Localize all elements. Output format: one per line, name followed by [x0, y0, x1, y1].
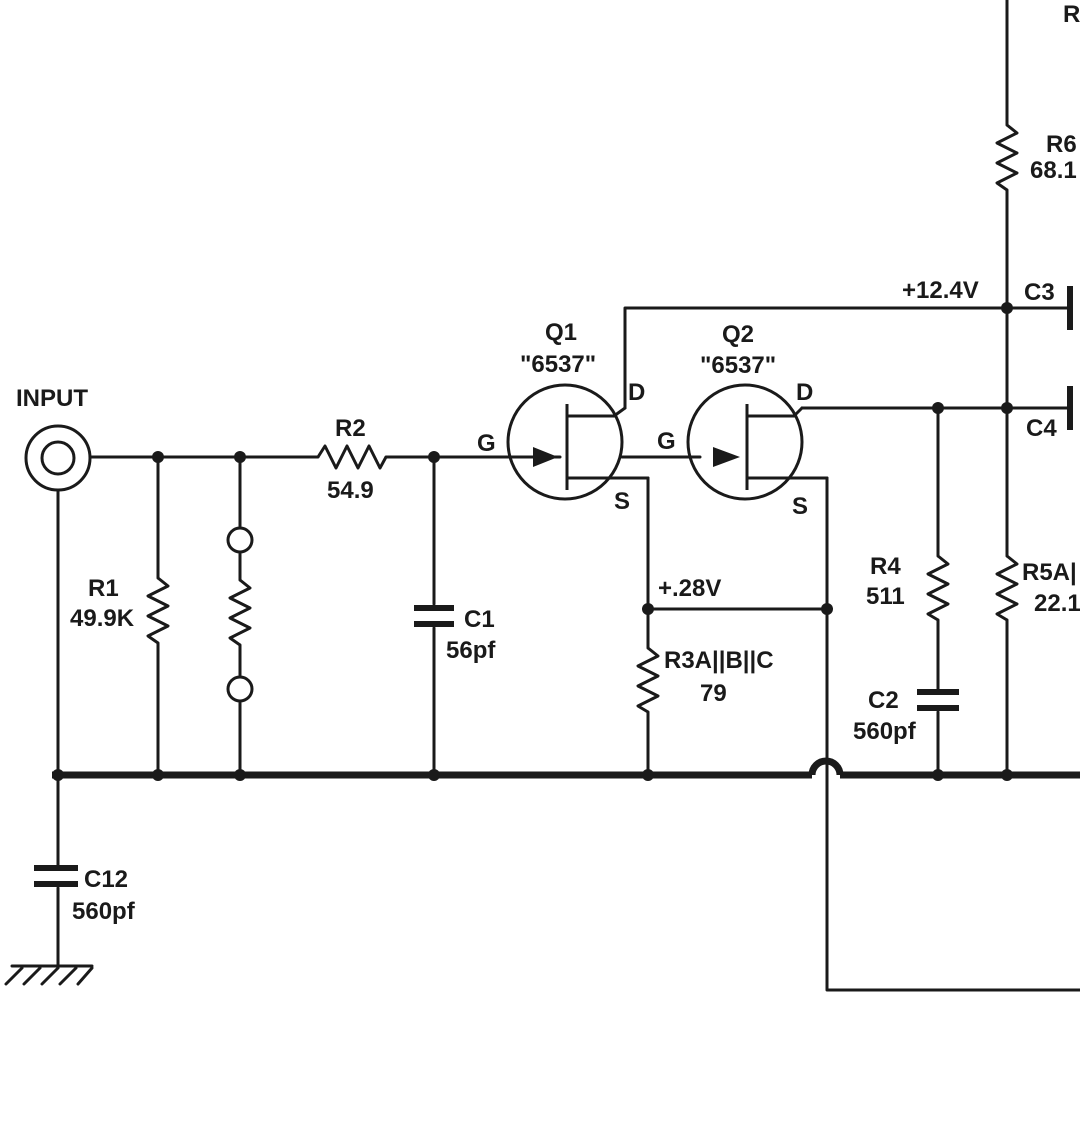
- r1-name: R1: [88, 575, 119, 602]
- c12-name: C12: [84, 866, 128, 893]
- c3-name: C3: [1024, 279, 1055, 306]
- q2-name: Q2: [722, 321, 754, 348]
- optional-resistor: [226, 455, 254, 777]
- q1-transistor: [506, 383, 650, 501]
- c2-value: 560pf: [853, 718, 917, 745]
- c1-capacitor: [414, 455, 454, 777]
- q2-part: "6537": [700, 352, 776, 379]
- r3-resistor: [636, 607, 660, 777]
- source-node-label: +.28V: [658, 575, 721, 602]
- c2-capacitor: [917, 689, 959, 777]
- q1-drain-label: D: [628, 379, 645, 406]
- r3-name: R3A||B||C: [664, 647, 774, 674]
- ground-symbol: [4, 964, 94, 986]
- r1-value: 49.9K: [70, 605, 135, 632]
- r5-name: R5A|: [1022, 559, 1077, 586]
- r3-value: 79: [700, 680, 727, 707]
- r2-name: R2: [335, 415, 366, 442]
- r6-value: 68.1: [1030, 157, 1077, 184]
- q1-source-label: S: [614, 488, 630, 515]
- c12-value: 560pf: [72, 898, 136, 925]
- q2-source-wire: [825, 476, 1080, 992]
- c1-name: C1: [464, 606, 495, 633]
- junction-dots: [52, 302, 1013, 781]
- c4-name: C4: [1026, 415, 1057, 442]
- q1-drain-wire: [623, 306, 1070, 410]
- r1-resistor: [146, 455, 170, 777]
- q2-transistor: [686, 383, 829, 501]
- q2-source-label: S: [792, 493, 808, 520]
- right-rail: [995, 0, 1019, 777]
- q2-gate-label: G: [657, 428, 676, 455]
- input-connector: [24, 424, 92, 492]
- c12-capacitor: [34, 865, 78, 968]
- r-top-name: R: [1063, 1, 1080, 28]
- q2-drain-label: D: [796, 379, 813, 406]
- r4-name: R4: [870, 553, 901, 580]
- r4-value: 511: [866, 583, 905, 610]
- r5-value: 22.1: [1034, 590, 1080, 617]
- r6-name: R6: [1046, 131, 1077, 158]
- input-label: INPUT: [16, 385, 88, 412]
- c2-name: C2: [868, 687, 899, 714]
- r2-resistor: [316, 444, 388, 470]
- c1-value: 56pf: [446, 637, 496, 664]
- q1-part: "6537": [520, 351, 596, 378]
- r2-value: 54.9: [327, 477, 374, 504]
- r4-resistor: [926, 406, 950, 692]
- supply-node-label: +12.4V: [902, 277, 979, 304]
- q1-gate-label: G: [477, 430, 496, 457]
- q1-name: Q1: [545, 319, 577, 346]
